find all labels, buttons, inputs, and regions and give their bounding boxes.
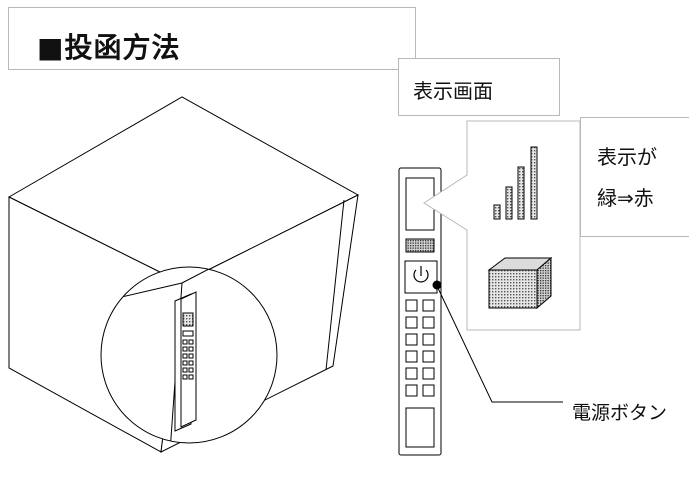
signal-bars-icon [493, 146, 538, 220]
power-button-label: 電源ボタン [572, 402, 668, 424]
page-title: ■投函方法 [37, 31, 181, 64]
power-icon [413, 266, 429, 283]
status-note-line2: 緑⇒赤 [597, 186, 654, 210]
title-box: ■投函方法 [8, 7, 416, 70]
display-screen-callout [423, 120, 581, 331]
magnified-device-view [100, 266, 278, 444]
keypad-grid [405, 299, 435, 397]
display-screen-label-box: 表示画面 [398, 58, 560, 116]
power-button-leader-line [436, 285, 563, 403]
control-panel-device [398, 167, 442, 456]
status-note-line1: 表示が [597, 145, 657, 169]
small-control-panel [174, 291, 197, 432]
display-screen-label: 表示画面 [413, 79, 493, 103]
box-icon [487, 256, 553, 310]
power-button-frame [404, 260, 438, 294]
status-note-box: 表示が 緑⇒赤 [580, 117, 689, 237]
